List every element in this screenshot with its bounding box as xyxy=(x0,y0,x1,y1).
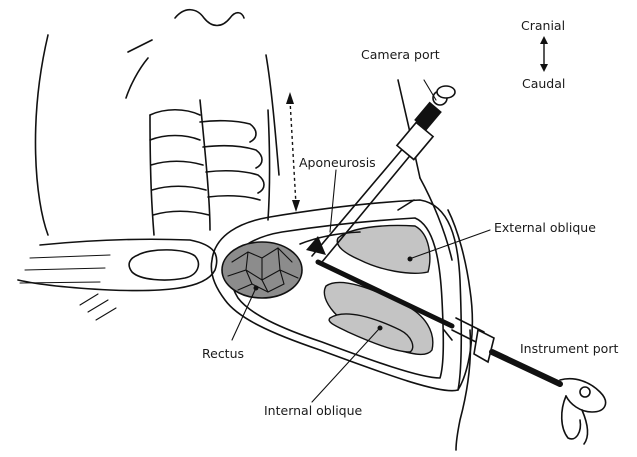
dotted-orientation-arrow xyxy=(286,92,300,212)
camera-port-label: Camera port xyxy=(361,47,440,62)
cranial-label: Cranial xyxy=(521,18,565,33)
rectus-label: Rectus xyxy=(202,346,244,361)
rectus-muscle xyxy=(222,242,302,298)
instrument-port-label: Instrument port xyxy=(520,341,618,356)
spine xyxy=(150,100,270,235)
cranial-caudal-arrow xyxy=(540,36,548,72)
internal-oblique-label: Internal oblique xyxy=(264,403,362,418)
external-oblique-label: External oblique xyxy=(494,220,596,235)
upper-body-outline xyxy=(35,10,420,235)
caudal-label: Caudal xyxy=(522,76,565,91)
pelvis-outline xyxy=(18,239,217,320)
aponeurosis-label: Aponeurosis xyxy=(299,155,376,170)
